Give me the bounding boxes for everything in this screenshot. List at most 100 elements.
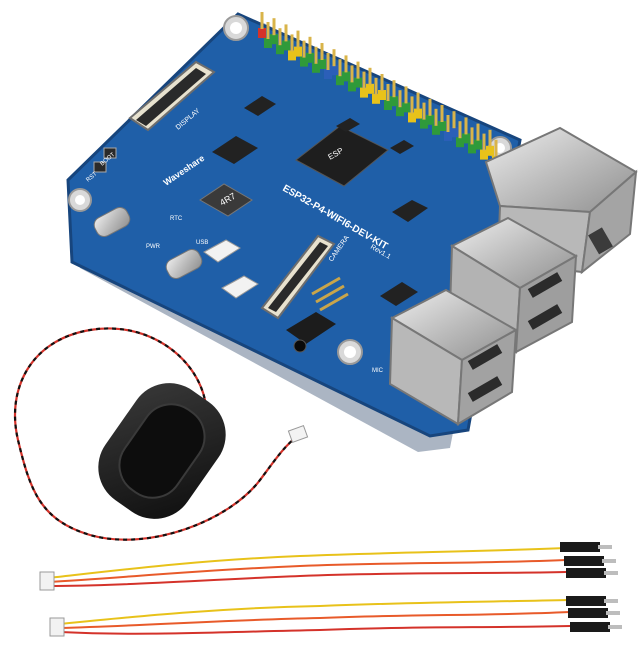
gpio-pin-metal (260, 12, 264, 29)
gpio-pin (384, 100, 392, 110)
gpio-pin-metal (434, 108, 438, 126)
gpio-pin-metal (404, 86, 408, 104)
buttons (93, 147, 117, 173)
gpio-pin (426, 114, 434, 125)
gpio-pin-metal (362, 71, 366, 89)
dupont-yellow-bottom (566, 596, 606, 606)
gpio-pin (324, 69, 332, 79)
speaker-cable (13, 327, 299, 541)
mic-label: MIC (372, 368, 384, 374)
cable-top (39, 542, 618, 591)
gpio-pin-metal (266, 22, 270, 39)
gpio-pin (486, 145, 494, 156)
gpio-pin-metal (494, 139, 498, 157)
gpio-pin-metal (314, 46, 318, 64)
usb-a-ports-front (388, 288, 519, 426)
gpio-pin-metal (476, 123, 480, 141)
gpio-pin-metal (416, 92, 420, 110)
gpio-pin-metal (320, 43, 324, 60)
gpio-pin-metal (422, 102, 426, 120)
gpio-pin (432, 124, 440, 135)
gpio-pin (360, 87, 368, 98)
dupont-yellow-top (560, 542, 600, 552)
dupont-orange-bottom (568, 608, 608, 618)
gpio-pin-metal (278, 28, 282, 46)
gpio-pin (414, 108, 422, 119)
gpio-pin-metal (308, 36, 312, 54)
gpio-pin (282, 40, 290, 51)
gpio-pin (276, 44, 284, 55)
gpio-pin (468, 143, 476, 154)
display-connector (128, 60, 216, 132)
audio-jack (286, 276, 349, 353)
gpio-pin-metal (482, 133, 486, 151)
gpio-pin-metal (428, 98, 432, 116)
gpio-pin-metal (356, 61, 360, 79)
gpio-pin (288, 50, 296, 61)
gpio-pin-metal (374, 77, 378, 95)
jst-connectors (203, 239, 259, 299)
gpio-pin-metal (380, 74, 384, 91)
speaker-grille (118, 403, 206, 499)
esp32-chip: ESP (295, 125, 389, 187)
gpio-pin (270, 34, 278, 45)
jumper-cables (39, 542, 622, 637)
dupont-orange-top (564, 556, 604, 566)
gpio-pin-metal (302, 40, 306, 58)
gpio-pin-metal (296, 30, 300, 48)
gpio-pin (444, 131, 452, 141)
jst-plug-bottom (49, 617, 65, 637)
gpio-pin (462, 133, 470, 144)
gpio-pin-metal (488, 129, 492, 147)
usb-label: USB (196, 240, 208, 246)
gpio-pin (264, 38, 272, 48)
gpio-pin-metal (326, 53, 330, 70)
speaker (13, 327, 309, 541)
inductor: 4R7 (199, 183, 253, 217)
gpio-pin (474, 139, 482, 150)
gpio-header (258, 12, 500, 166)
gpio-pin (396, 106, 404, 117)
secondary-chips (212, 96, 428, 306)
gpio-pin-metal (440, 105, 444, 122)
gpio-pin-metal (338, 59, 342, 77)
gpio-pin (378, 90, 386, 100)
gpio-pin (300, 56, 308, 67)
pwr-label: PWR (146, 244, 161, 250)
gpio-pin-metal (392, 80, 396, 98)
gpio-pin (366, 83, 374, 94)
gpio-pin (450, 127, 458, 138)
gpio-pin-metal (452, 111, 456, 129)
gpio-pin-metal (272, 18, 276, 36)
gpio-pin (420, 118, 428, 129)
gpio-pin (408, 112, 416, 123)
gpio-pin (348, 81, 356, 92)
gpio-pin-metal (410, 96, 414, 114)
gpio-pin (402, 102, 410, 113)
gpio-pin-metal (464, 117, 468, 135)
cable-bottom (49, 596, 622, 637)
gpio-pin (330, 65, 338, 76)
jst-plug-top (39, 571, 55, 591)
gpio-pin-metal (332, 49, 336, 67)
gpio-pin-metal (386, 84, 390, 101)
usb-c-ports (93, 207, 203, 279)
gpio-pin-metal (290, 34, 294, 52)
gpio-pin (258, 28, 266, 38)
gpio-pin-metal (350, 65, 354, 83)
gpio-pin-metal (470, 127, 474, 145)
gpio-pin-metal (368, 67, 372, 85)
gpio-pin-metal (458, 121, 462, 139)
gpio-pin (372, 93, 380, 104)
rtc-label: RTC (170, 216, 183, 222)
gpio-pin (354, 77, 362, 88)
gpio-pin (480, 149, 488, 160)
gpio-pin (456, 137, 464, 148)
gpio-pin (306, 52, 314, 63)
gpio-pin (294, 46, 302, 57)
dupont-red-bottom (570, 622, 610, 632)
dupont-red-top (566, 568, 606, 578)
gpio-pin (312, 62, 320, 73)
gpio-pin-metal (284, 24, 288, 42)
